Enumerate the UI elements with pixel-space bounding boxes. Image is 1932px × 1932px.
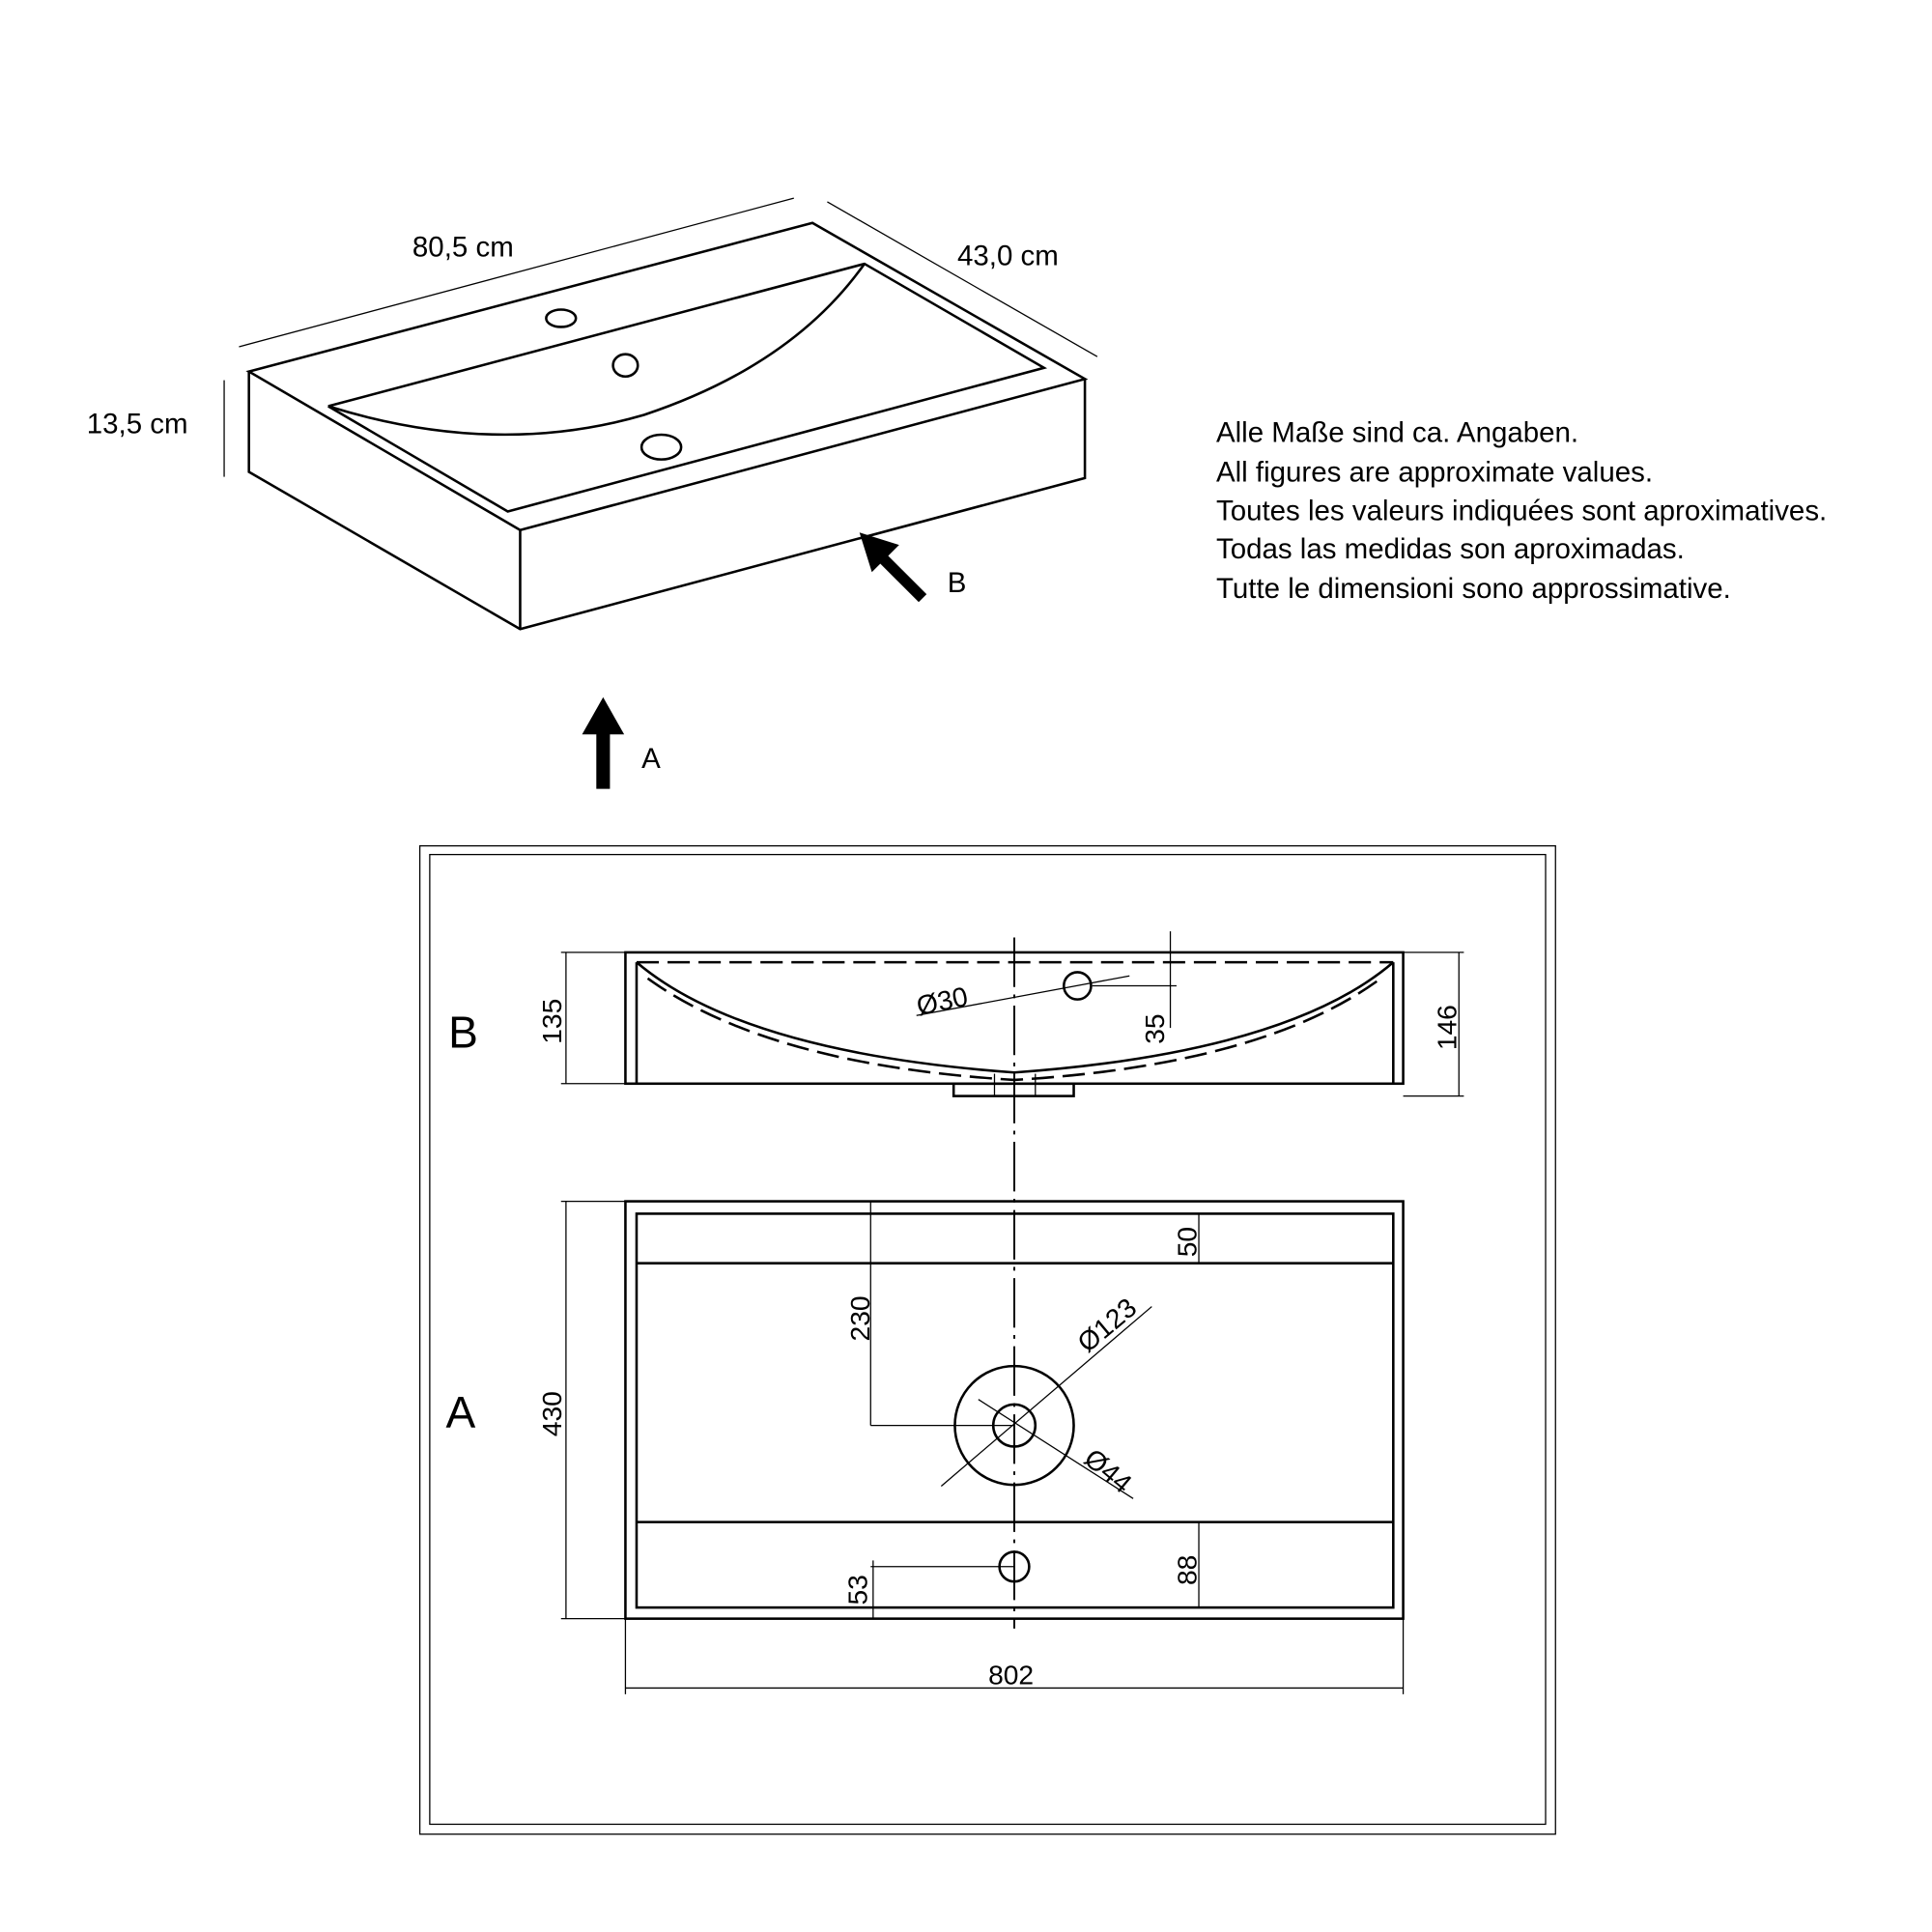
depth-label: 43,0 cm [957,240,1059,271]
view-a: A 430 802 230 Ø123 Ø44 50 88 53 [446,1200,1405,1694]
note-es: Todas las medidas son aproximadas. [1216,533,1685,565]
view-a-label: A [446,1387,476,1437]
dim-drain-inner: Ø44 [1079,1442,1138,1499]
dim-230: 230 [844,1295,875,1341]
dim-50: 50 [1171,1227,1202,1257]
view-b-marker: B [948,567,967,599]
dim-135: 135 [536,999,567,1044]
note-it: Tutte le dimensioni sono approssimative. [1216,573,1731,605]
dim-35: 35 [1139,1013,1170,1043]
note-de: Alle Maße sind ca. Angaben. [1216,417,1578,449]
height-label: 13,5 cm [87,409,188,440]
tap-hole-icon [545,308,578,328]
notes: Alle Maße sind ca. Angaben. All figures … [1216,417,1827,606]
drawing-frame [418,845,1556,1835]
overflow-hole-icon [611,353,639,379]
dim-88: 88 [1171,1555,1202,1585]
arrow-b-icon [872,548,927,603]
dim-146: 146 [1432,1005,1463,1050]
dim-drain-outer: Ø123 [1071,1292,1142,1358]
dim-802: 802 [988,1660,1034,1690]
dim-overflow-dia: Ø30 [914,980,971,1021]
drain-icon [639,433,683,461]
dim-53: 53 [841,1575,872,1605]
note-en: All figures are approximate values. [1216,457,1653,489]
note-fr: Toutes les valeurs indiquées sont aproxi… [1216,495,1827,526]
dim-430: 430 [536,1391,567,1436]
view-b-label: B [448,1008,478,1058]
width-label: 80,5 cm [412,231,514,263]
view-a-marker: A [641,743,661,775]
view-b: B 135 146 Ø30 35 [448,931,1464,1097]
isometric-sink: 80,5 cm 43,0 cm 13,5 cm B A [87,197,1098,789]
